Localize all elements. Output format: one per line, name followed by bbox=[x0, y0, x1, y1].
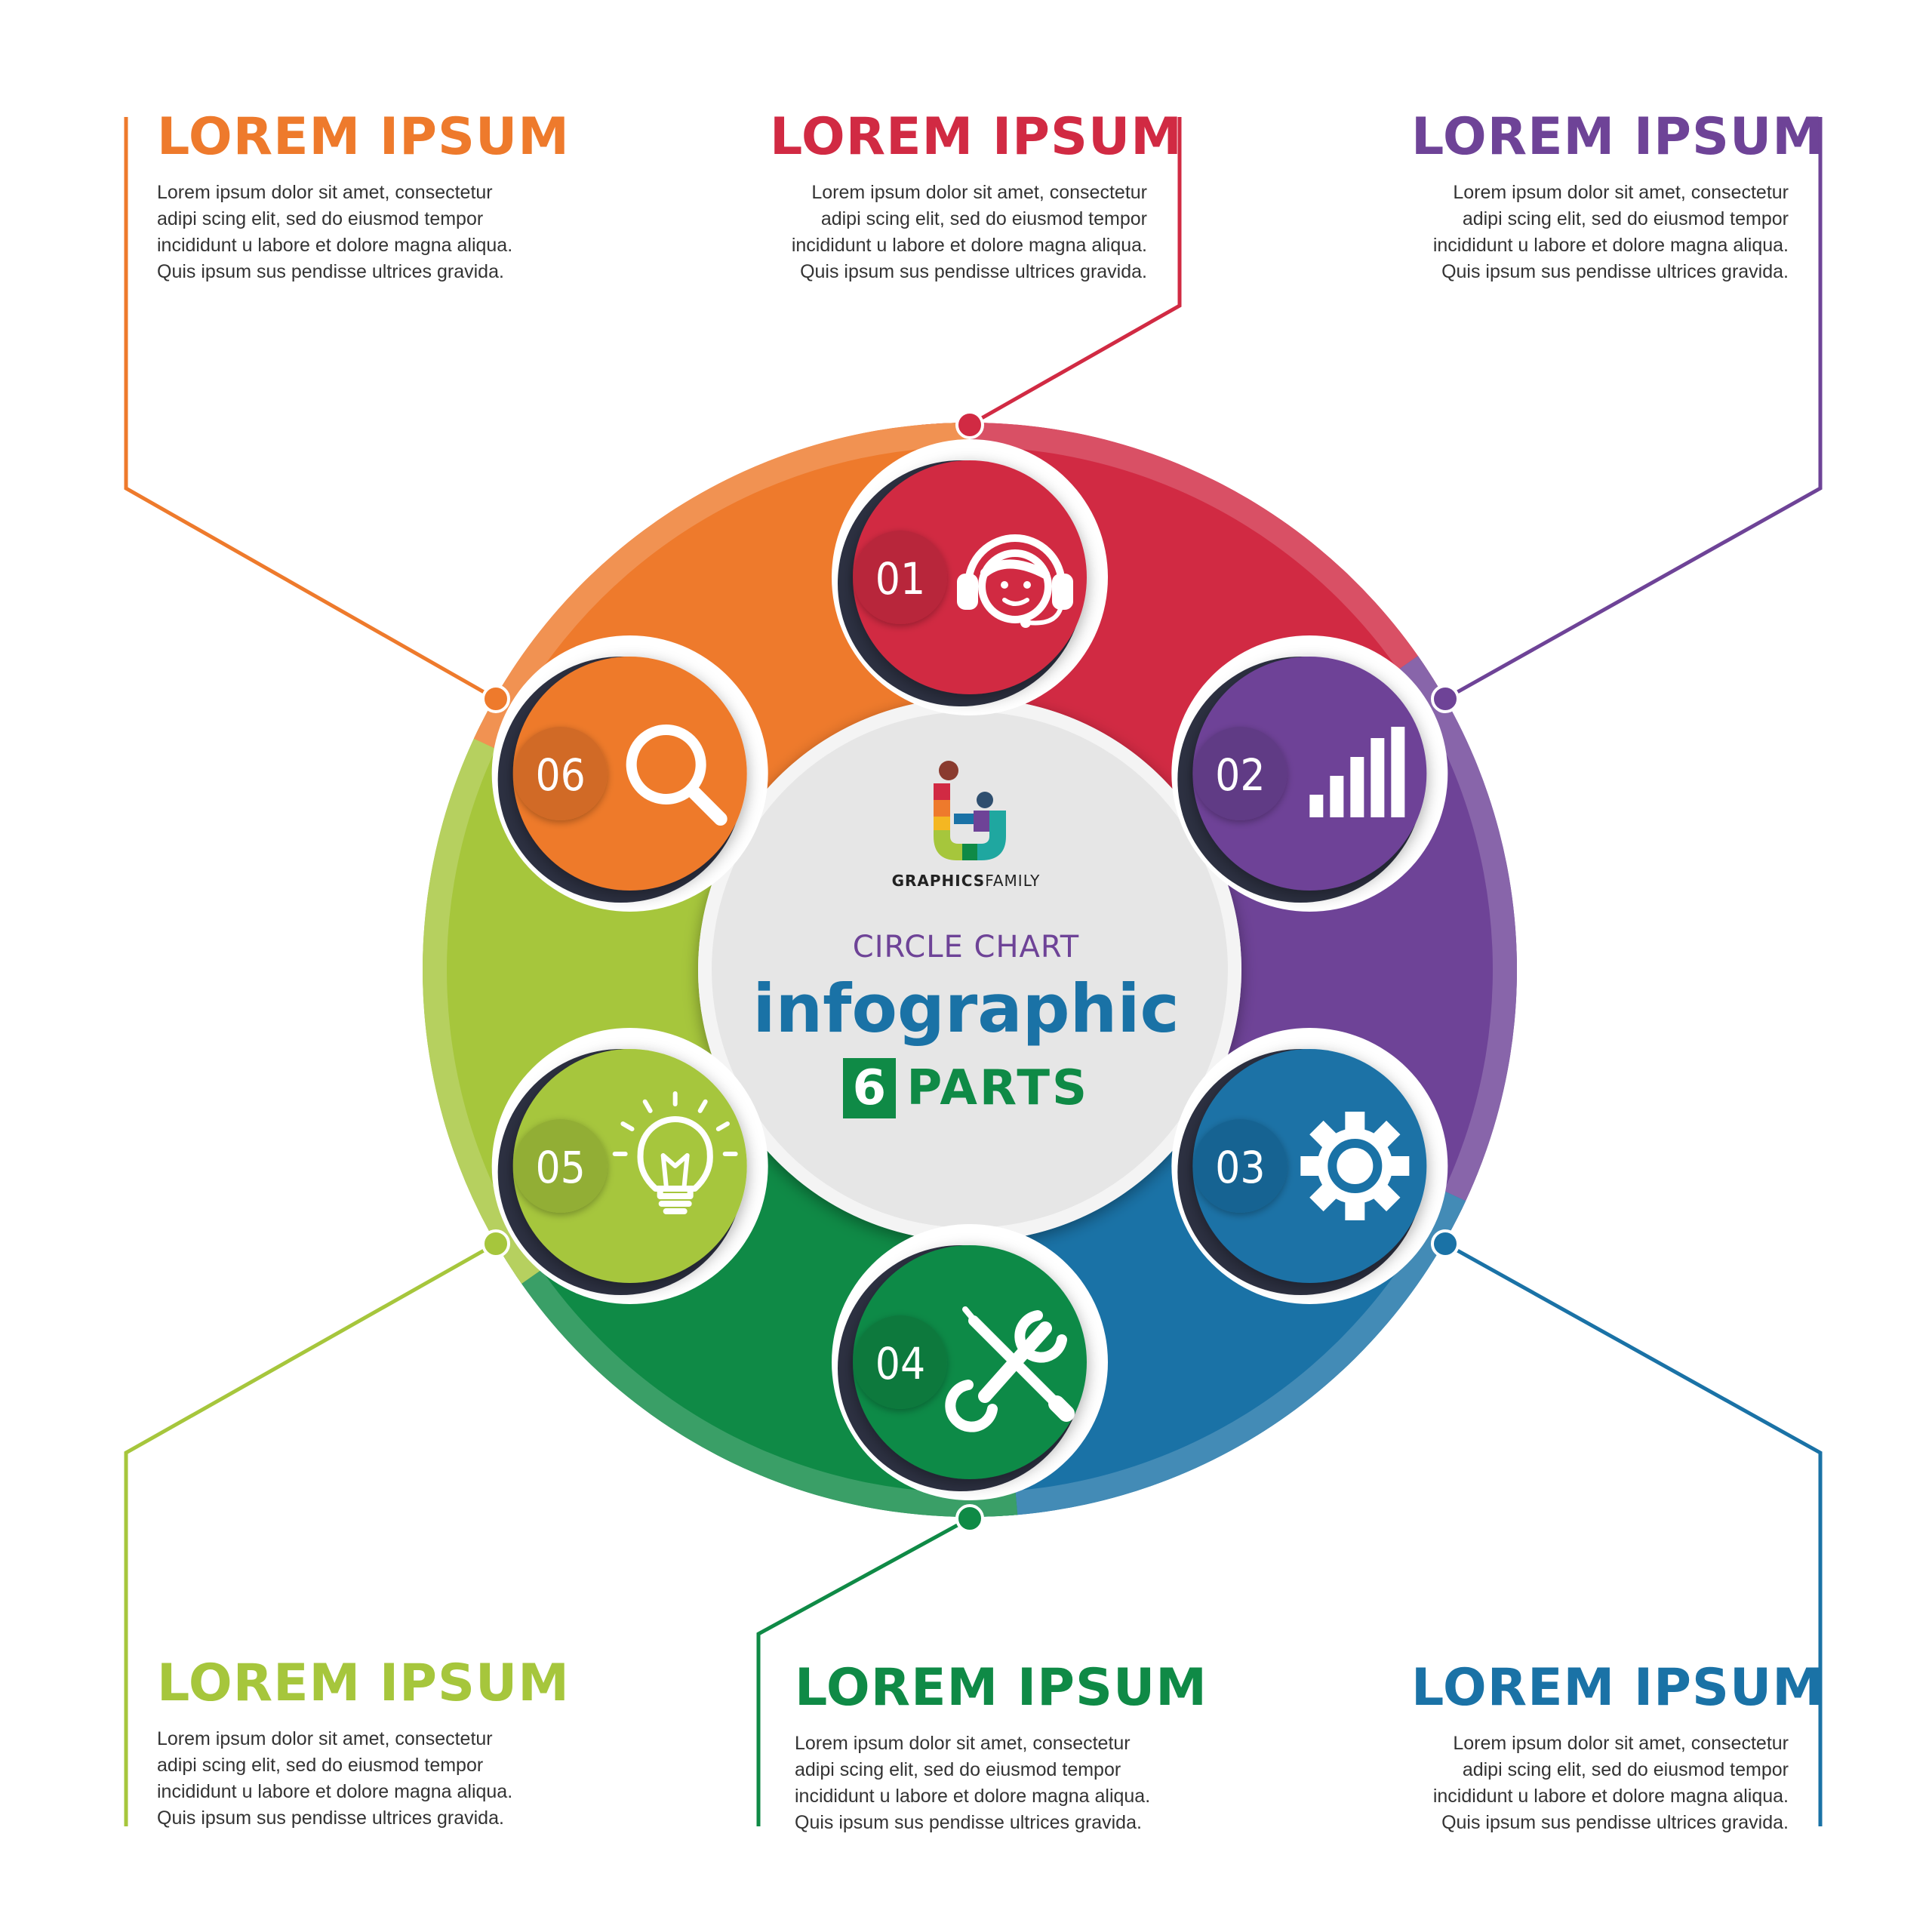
graphicsfamily-logo-icon bbox=[934, 761, 1006, 860]
ring-segment-rim-03 bbox=[970, 1190, 1466, 1517]
text-block-top-left: LOREM IPSUM Lorem ipsum dolor sit amet, … bbox=[157, 107, 570, 285]
block-text: Lorem ipsum dolor sit amet, consectetur … bbox=[157, 1728, 513, 1829]
gear-icon bbox=[1300, 1112, 1410, 1220]
number-label: 02 bbox=[1215, 749, 1265, 801]
segment-node-02: 02 bbox=[1171, 635, 1448, 912]
signal-bars-icon bbox=[1309, 727, 1405, 817]
connector-dot-06 bbox=[481, 685, 510, 713]
block-text: Lorem ipsum dolor sit amet, consectetur … bbox=[791, 182, 1147, 282]
number-badge bbox=[513, 1119, 608, 1213]
text-block-bottom-right: LOREM IPSUM Lorem ipsum dolor sit amet, … bbox=[1411, 1658, 1824, 1836]
wrench-screwdriver-icon bbox=[945, 1306, 1075, 1432]
number-badge bbox=[1193, 727, 1287, 820]
number-label: 03 bbox=[1215, 1142, 1265, 1193]
parts-text: PARTS bbox=[906, 1060, 1090, 1116]
ring-segment-rim-02 bbox=[1398, 656, 1518, 1244]
connector-line-04 bbox=[756, 1516, 971, 1826]
node-disc bbox=[853, 1245, 1087, 1479]
text-block-bottom-center: LOREM IPSUM Lorem ipsum dolor sit amet, … bbox=[795, 1658, 1208, 1836]
block-text: Lorem ipsum dolor sit amet, consectetur … bbox=[1432, 1733, 1789, 1833]
number-badge bbox=[854, 531, 947, 624]
segment-node-04: 04 bbox=[832, 1224, 1108, 1500]
node-disc bbox=[512, 1049, 747, 1283]
connector-dot-01 bbox=[955, 411, 984, 439]
text-block-top-center: LOREM IPSUM Lorem ipsum dolor sit amet, … bbox=[770, 107, 1183, 285]
connector-dot-02 bbox=[1431, 685, 1460, 713]
segment-node-03: 03 bbox=[1171, 1028, 1448, 1304]
connector-line-02 bbox=[1444, 117, 1823, 701]
connector-line-03 bbox=[1444, 1241, 1823, 1826]
parts-label: 6 PARTS bbox=[0, 1058, 1932, 1118]
text-block-top-right: LOREM IPSUM Lorem ipsum dolor sit amet, … bbox=[1411, 107, 1824, 285]
connector-dot-05 bbox=[481, 1229, 510, 1258]
brand-name-bold: GRAPHICS bbox=[891, 872, 986, 890]
number-label: 04 bbox=[875, 1338, 925, 1389]
block-title: LOREM IPSUM bbox=[157, 1654, 570, 1713]
node-disc bbox=[1192, 657, 1427, 891]
connector-line-06 bbox=[124, 117, 497, 701]
block-title: LOREM IPSUM bbox=[157, 107, 570, 167]
ring-segment-rim-04 bbox=[496, 1231, 1018, 1517]
block-title: LOREM IPSUM bbox=[1411, 107, 1824, 167]
magnifier-icon bbox=[626, 724, 728, 826]
number-badge bbox=[854, 1315, 947, 1409]
heading-small: CIRCLE CHART bbox=[852, 930, 1080, 964]
headset-agent-icon bbox=[957, 534, 1073, 628]
connector-dots bbox=[481, 411, 1460, 1533]
ring-segment-rim-06 bbox=[473, 423, 970, 749]
block-text: Lorem ipsum dolor sit amet, consectetur … bbox=[1432, 182, 1789, 282]
number-label: 05 bbox=[535, 1142, 585, 1193]
heading-big: infographic bbox=[752, 970, 1180, 1048]
segment-node-01: 01 bbox=[832, 439, 1108, 715]
segment-node-05: 05 bbox=[491, 1028, 768, 1304]
segment-node-06: 06 bbox=[491, 635, 768, 912]
block-title: LOREM IPSUM bbox=[1411, 1658, 1824, 1718]
block-text: Lorem ipsum dolor sit amet, consectetur … bbox=[157, 182, 513, 282]
connector-line-01 bbox=[968, 117, 1182, 427]
connector-dot-03 bbox=[1431, 1229, 1460, 1258]
brand-name-light: FAMILY bbox=[985, 872, 1041, 890]
text-block-bottom-left: LOREM IPSUM Lorem ipsum dolor sit amet, … bbox=[157, 1654, 570, 1832]
block-title: LOREM IPSUM bbox=[770, 107, 1183, 167]
connector-line-05 bbox=[124, 1241, 497, 1826]
block-title: LOREM IPSUM bbox=[795, 1658, 1208, 1718]
parts-number-badge: 6 bbox=[842, 1058, 896, 1118]
segment-nodes: 01 02 03 04 05 06 bbox=[491, 439, 1448, 1500]
block-text: Lorem ipsum dolor sit amet, consectetur … bbox=[795, 1733, 1151, 1833]
connector-dot-04 bbox=[955, 1504, 984, 1533]
center-disc bbox=[712, 712, 1228, 1228]
lightbulb-icon bbox=[612, 1091, 738, 1214]
number-badge bbox=[1193, 1119, 1287, 1213]
number-label: 06 bbox=[535, 749, 585, 801]
number-label: 01 bbox=[875, 553, 925, 605]
number-badge bbox=[513, 727, 608, 820]
ring-segment-rim-01 bbox=[921, 423, 1444, 709]
connector-lines bbox=[124, 117, 1823, 1826]
ring-segment-rim-05 bbox=[422, 696, 542, 1284]
brand-name: GRAPHICSFAMILY bbox=[0, 872, 1932, 890]
